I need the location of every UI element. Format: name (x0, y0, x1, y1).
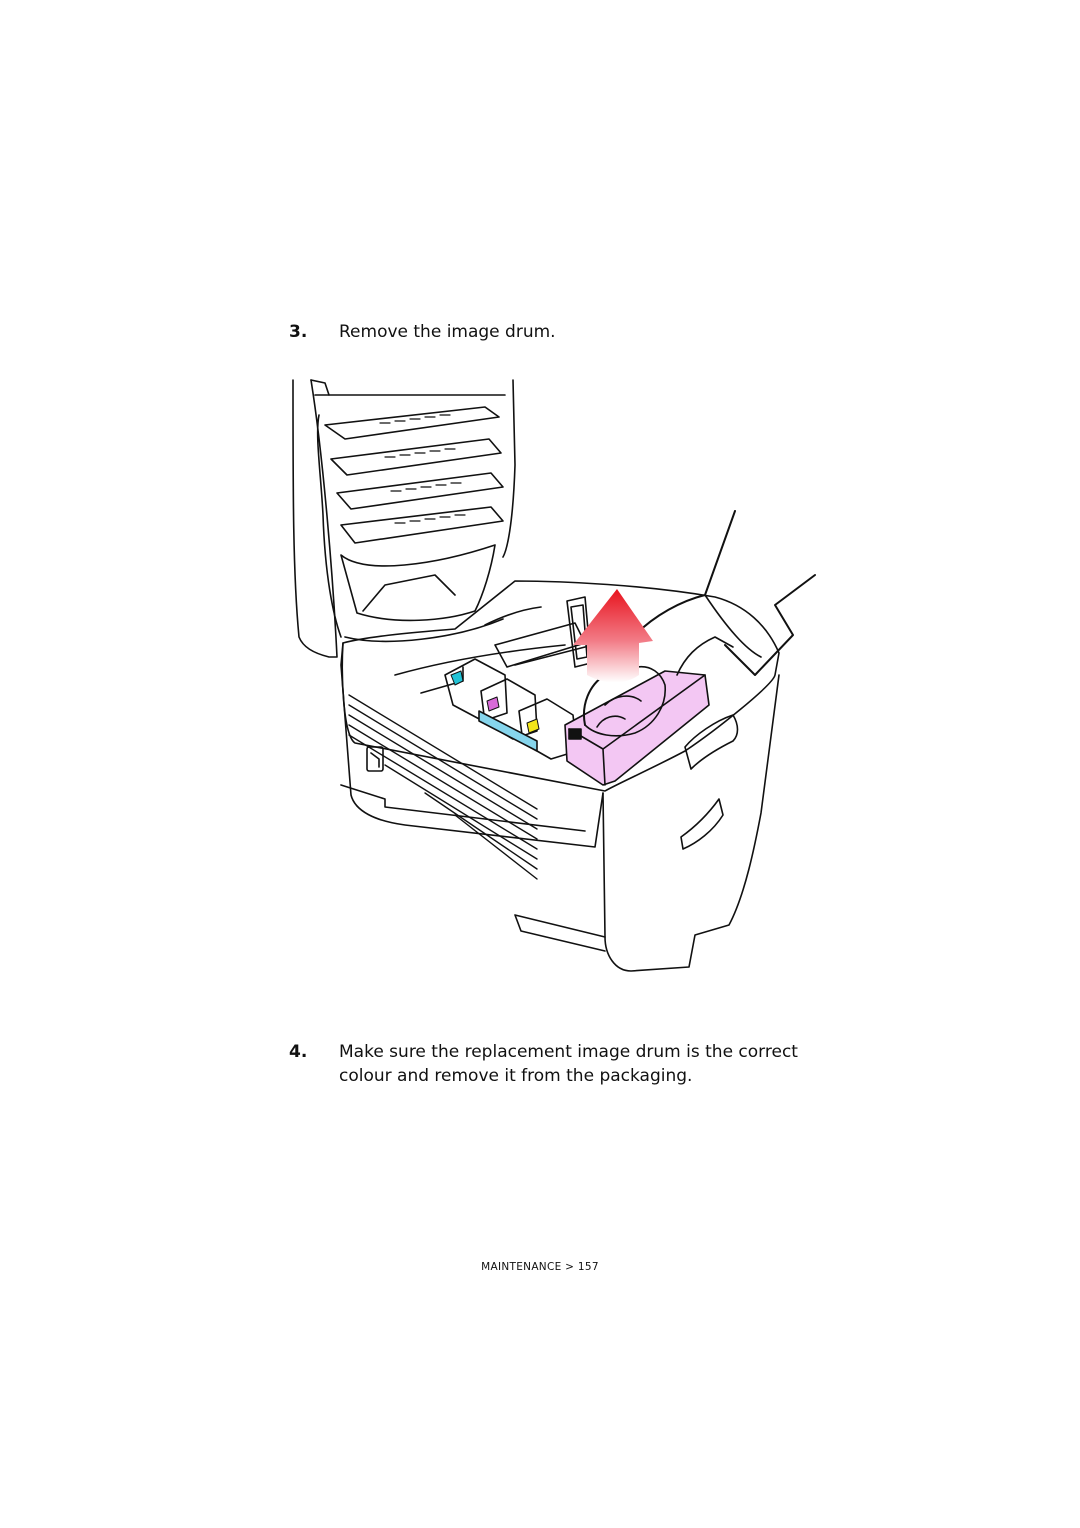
top-cover (292, 379, 516, 658)
footer-section: MAINTENANCE (481, 1261, 562, 1273)
step-3: 3. Remove the image drum. (289, 320, 809, 346)
step-instruction: Make sure the replacement image drum is … (339, 1042, 798, 1086)
magenta-marker (486, 696, 500, 712)
step-4: 4. Make sure the replacement image drum … (289, 1040, 819, 1092)
printer-body (340, 580, 780, 972)
step-instruction: Remove the image drum. (339, 322, 556, 342)
page-footer: MAINTENANCE > 157 (0, 1261, 1080, 1273)
printer-illustration (285, 375, 825, 975)
step-number: 3. (289, 322, 308, 342)
cyan-marker (450, 670, 464, 686)
page-number: 157 (577, 1261, 599, 1273)
drum-release-handle (478, 710, 538, 752)
footer-separator: > (565, 1261, 575, 1273)
lift-up-arrow (573, 589, 653, 683)
step-number: 4. (289, 1042, 308, 1062)
image-drum-highlight (564, 670, 710, 786)
yellow-marker (526, 718, 540, 734)
